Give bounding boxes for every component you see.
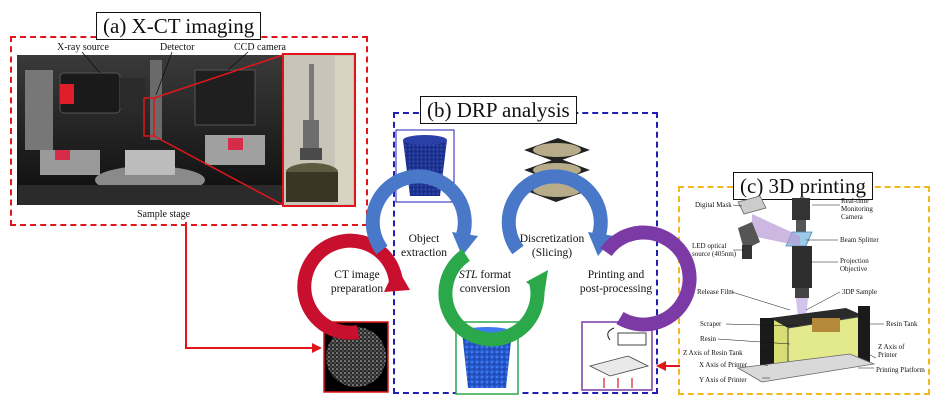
label-xray-source: X-ray source <box>57 42 109 53</box>
label-led-source: LED optical source (405nm) <box>692 242 737 258</box>
3d-printer-illustration <box>736 195 876 383</box>
label-z-axis-resin-tank: Z Axis of Resin Tank <box>683 349 743 357</box>
label-sample-stage: Sample stage <box>137 209 191 220</box>
discretization-arrow <box>501 169 608 255</box>
sample-closeup-photo <box>282 53 356 207</box>
ct-prep-arrow <box>297 233 403 340</box>
label-z-axis-printer: Z Axis of Printer <box>878 343 905 359</box>
stage-stl-format-conversion: STL format conversion <box>458 269 512 295</box>
label-resin-tank: Resin Tank <box>886 320 918 328</box>
xct-panel-title: (a) X-CT imaging <box>96 12 262 40</box>
stage-discretization-slicing: Discretization (Slicing) <box>519 233 585 259</box>
label-beam-splitter: Beam Splitter <box>840 236 879 244</box>
object-extraction-arrow <box>365 169 472 255</box>
stl-conversion-arrow <box>438 249 545 347</box>
label-resin: Resin <box>700 335 716 343</box>
label-y-axis-printer: Y Axis of Printer <box>699 376 747 384</box>
label-digital-mask: Digital Mask <box>695 201 732 209</box>
label-printing-platform: Printing Platform <box>876 366 925 374</box>
label-realtime-camera: Real-time Monitoring Camera <box>841 197 873 221</box>
printing-panel-title: (c) 3D printing <box>733 172 873 200</box>
printing-arrow <box>600 225 697 332</box>
label-x-axis-printer: X Axis of Printer <box>699 361 748 369</box>
stage-object-extraction: Object extraction <box>401 233 447 259</box>
drp-panel-title: (b) DRP analysis <box>420 96 577 124</box>
stage-ct-image-preparation: CT image preparation <box>330 269 384 295</box>
label-3dp-sample: 3DP Sample <box>842 288 877 296</box>
label-detector: Detector <box>160 42 195 53</box>
label-ccd-camera: CCD camera <box>234 42 286 53</box>
printing-schematic-image <box>581 321 653 391</box>
label-scraper: Scraper <box>700 320 722 328</box>
label-release-film: Release Film <box>697 288 734 296</box>
ct-slice-image <box>323 321 389 393</box>
stage-printing-post-processing: Printing and post-processing <box>579 269 653 295</box>
label-projection-objective: Projection Objective <box>840 257 869 273</box>
